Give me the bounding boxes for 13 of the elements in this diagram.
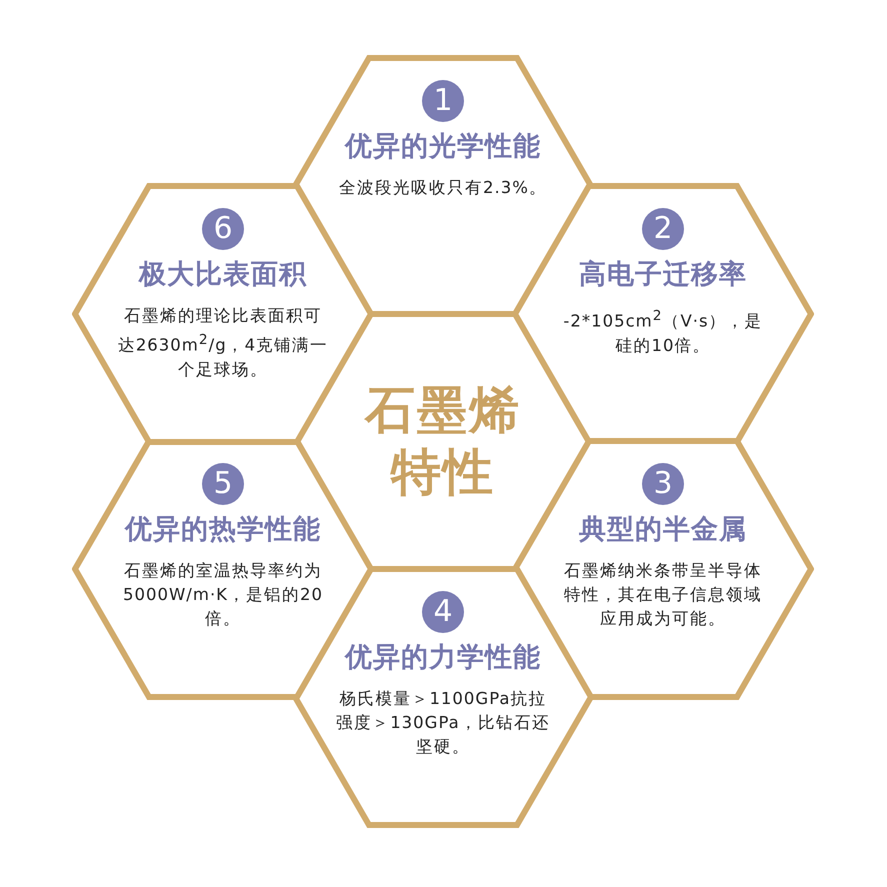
- description-text: 石墨烯的室温热导率约为5000W/m·K，是铝的20倍。: [122, 560, 324, 630]
- description-text: 全波段光吸收只有2.3%。: [338, 177, 548, 199]
- hexagon-title: 典型的半金属: [579, 513, 747, 547]
- hexagon-title: 优异的光学性能: [345, 130, 541, 164]
- hexagon-title: 优异的热学性能: [125, 513, 321, 547]
- hexagon-title: 优异的力学性能: [345, 641, 541, 675]
- description-text: -2*105cm$^{2}$（V·s），是硅的10倍。: [562, 307, 764, 356]
- center-heading: 石墨烯特性: [363, 380, 522, 503]
- hexagon-title: 高电子迁移率: [579, 258, 747, 292]
- description-text: 石墨烯的理论比表面积可达2630m$^{2}$/g，4克铺满一个足球场。: [116, 305, 330, 380]
- hexagon-title: 极大比表面积: [139, 258, 307, 292]
- description-text: 石墨烯纳米条带呈半导体特性，其在电子信息领域应用成为可能。: [563, 560, 763, 630]
- description-text: 杨氏模量＞1100GPa抗拉强度＞130GPa，比钻石还坚硬。: [336, 688, 550, 758]
